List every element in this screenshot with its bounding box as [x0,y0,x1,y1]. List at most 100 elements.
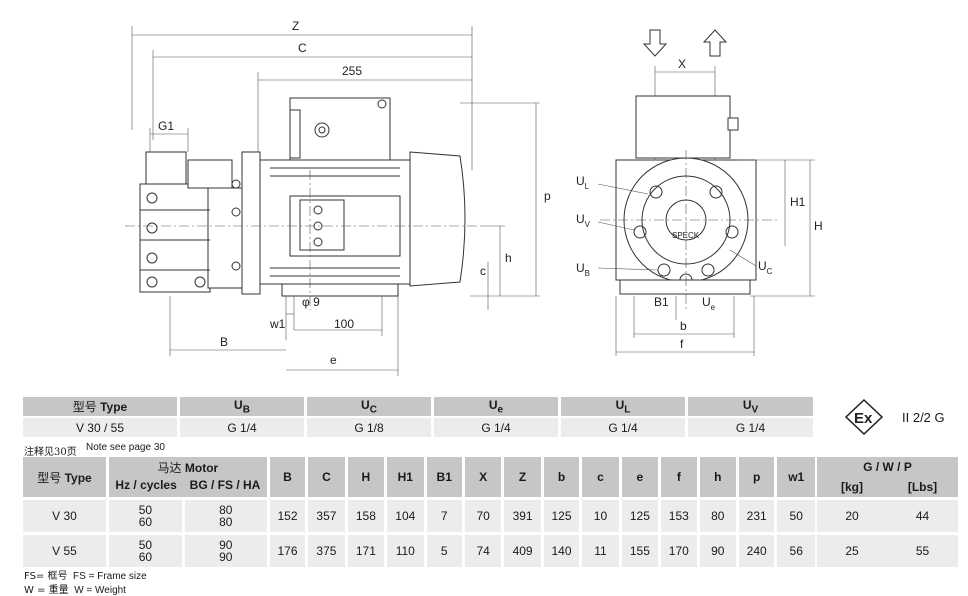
dim-p: p [544,189,551,203]
dim-255: 255 [342,64,362,78]
table-row: 20 44 [817,497,959,532]
dim-b-small: b [680,319,687,333]
weight-kg: 25 [817,532,887,567]
connection-table: 型号 Type UB UC Ue UL UV V 30 / 55 G 1/4 G… [23,397,816,437]
port-ue-sub: e [711,303,716,312]
dim-c-small: c [480,264,486,278]
dim-col-c-small: c [582,457,622,497]
dim-col-b: B [269,457,309,497]
conn-value-ub: G 1/4 [180,416,307,437]
dim-value: 357 [308,497,348,532]
weight-kg: 20 [817,497,887,532]
conn-header-ub: UB [180,397,307,416]
dim-value: 104 [387,497,427,532]
dim-value: 11 [582,532,622,567]
conn-value-uc: G 1/8 [307,416,434,437]
dim-type-header: 型号 Type [23,457,109,497]
svg-text:Ex: Ex [854,410,873,427]
inlet-arrow-icon [642,29,668,57]
svg-text:Ue: Ue [702,295,716,312]
front-view: X SPECK H1 H UL UV UB UC [576,29,823,356]
dim-100: 100 [334,317,354,331]
port-uv-u: U [576,212,585,226]
dim-e: e [330,353,337,367]
port-ub-u: U [576,261,585,275]
legend-weight: W = 重量 W = Weight [24,585,126,596]
dim-x: X [678,57,686,71]
dim-col-x: X [464,457,505,497]
dim-col-z: Z [504,457,544,497]
dim-h: h [505,251,512,265]
dim-value: 5 [426,532,465,567]
dim-col-p: p [738,457,778,497]
side-view: Z C 255 G1 [125,19,551,376]
connection-header-row: 型号 Type UB UC Ue UL UV [23,397,816,416]
dim-type-cell: V 30 [23,497,109,532]
dim-g1: G1 [158,119,174,133]
dim-col-w1: w1 [777,457,818,497]
dim-col-h-small: h [699,457,739,497]
dim-col-h1: H1 [387,457,427,497]
conn-type-header: 型号 Type [23,397,180,416]
weight-title: G / W / P [817,457,959,476]
dim-w1: w1 [269,317,286,331]
dim-b: B [220,335,228,349]
dim-col-h: H [347,457,388,497]
dim-value: 80 [699,497,739,532]
table-row: 25 55 [817,532,959,567]
dim-c: C [298,41,307,55]
dim-value: 153 [661,497,700,532]
table-row: V 30 / 55 G 1/4 G 1/8 G 1/4 G 1/4 G 1/4 [23,416,816,437]
dim-value: 7 [426,497,465,532]
dim-hz-header: Hz / cycles [115,478,177,492]
dim-col-b-small: b [543,457,583,497]
conn-header-ue: Ue [434,397,561,416]
dim-value: 171 [347,532,388,567]
dim-col-c: C [308,457,348,497]
conn-header-uc: UC [307,397,434,416]
dim-type-cell: V 55 [23,532,109,567]
atex-category: II 2/2 G [902,410,945,425]
conn-header-uv: UV [688,397,816,416]
dim-value: 176 [269,532,309,567]
port-ul-sub: L [585,182,590,191]
dim-value: 240 [738,532,778,567]
conn-type-cell: V 30 / 55 [23,416,180,437]
note-chinese: 注释见30页 [24,447,77,458]
dim-bg-header: BG / FS / HA [189,478,261,492]
dim-value: 409 [504,532,544,567]
dim-col-f: f [661,457,700,497]
atex-ex-icon: Ex [845,399,883,435]
legend-frame-size: FS= 框号 FS = Frame size [24,571,147,582]
port-ub-sub: B [585,269,590,278]
dim-phi9: φ 9 [302,295,320,309]
dim-value: 10 [582,497,622,532]
weight-table: G / W / P [kg] [Lbs] 20 44 25 55 [817,457,959,567]
dim-value: 152 [269,497,309,532]
conn-value-ul: G 1/4 [561,416,688,437]
weight-header-row: G / W / P [817,457,959,476]
svg-text:UV: UV [576,212,591,229]
port-uv-sub: V [585,220,591,229]
svg-text:UC: UC [758,259,773,276]
dim-b1: B1 [654,295,669,309]
svg-text:UL: UL [576,174,590,191]
conn-header-ul: UL [561,397,688,416]
port-uc-sub: C [767,267,773,276]
conn-value-ue: G 1/4 [434,416,561,437]
dim-value: 125 [621,497,662,532]
dim-value: 125 [543,497,583,532]
note-english: Note see page 30 [86,442,165,453]
dim-col-b1: B1 [426,457,465,497]
dim-value: 155 [621,532,662,567]
technical-drawing: Z C 255 G1 [125,19,823,376]
dim-value: 56 [777,532,818,567]
dim-value: 74 [464,532,505,567]
